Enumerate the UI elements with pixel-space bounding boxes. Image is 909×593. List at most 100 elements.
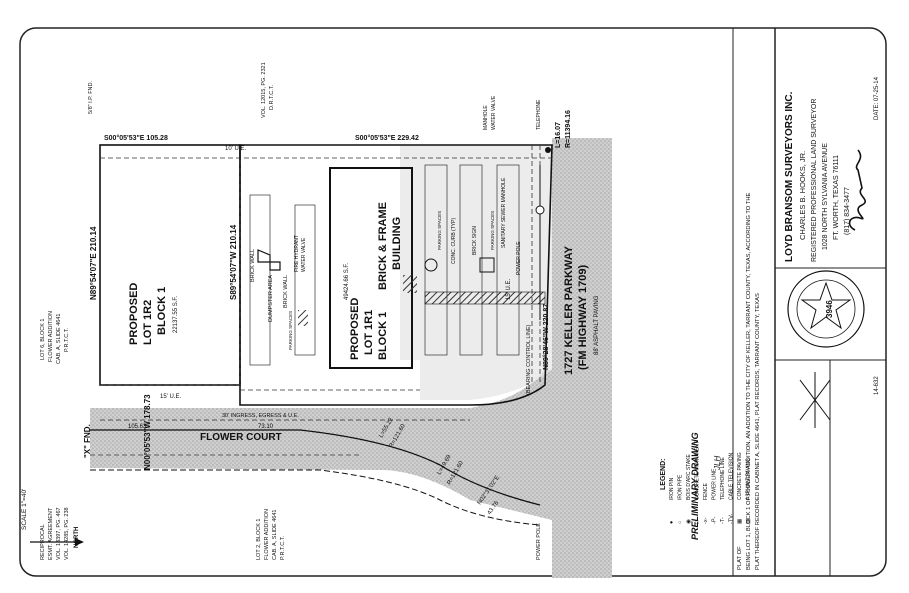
lot6-line4: P.R.T.C.T. (64, 327, 70, 352)
sanitary-label: SANITARY SEWER MANHOLE (501, 177, 507, 248)
initials-stamp: JLH (713, 456, 722, 471)
legend-symbol: ▦ (737, 518, 743, 524)
legend-label: BOIS D'ARC STAKE (686, 453, 692, 500)
flower-court-label: FLOWER COURT (200, 432, 282, 443)
building-footprint (329, 167, 413, 369)
plat-desc-2: BEING LOT 1, BLOCK 1 OF FLOWER ADDITION,… (746, 192, 752, 570)
legend-label: CABLE TELEVISION (729, 452, 735, 500)
dumpster-wall (257, 249, 281, 271)
concrete-walkway (424, 291, 546, 305)
legend-symbol: ◉ (686, 519, 692, 524)
page-border (19, 27, 887, 577)
plat-text: S00°05'53"E 105.28 S00°05'53"E 229.42 5/… (21, 62, 880, 570)
parking-label-1: PARKING SPACES (288, 311, 293, 350)
right-len: L=16.07 (555, 122, 562, 148)
power-pole-label-2: POWER POLE (536, 523, 542, 560)
manhole-icon (535, 205, 545, 215)
lot2-line4: P.R.T.C.T. (280, 535, 286, 560)
plat-desc-1: PLAT OF (737, 546, 743, 570)
legend-title: LEGEND: (660, 459, 667, 491)
legend-symbol: -T- (720, 517, 726, 524)
legend-label: IRON PIN (669, 477, 675, 500)
easement-lines (90, 145, 552, 456)
ue15-label: 15' U.E. (506, 279, 512, 300)
legend-symbol: ▤ (746, 518, 752, 524)
legend-symbol: -P- (712, 517, 718, 525)
building-label2: BUILDING (391, 217, 403, 270)
lot1r2-area: 22137.55 S.F. (173, 296, 179, 333)
surveyor-phone: (817) 834-3477 (844, 187, 851, 235)
legend-label: IRON PIPE (678, 474, 684, 500)
ue15-label-2: 15' U.E. (160, 394, 181, 400)
legend-label: ASPHALT PAVING (746, 458, 752, 500)
legend-label: TELEPHONE LINE (720, 457, 726, 500)
brick-sign-label: BRICK SIGN (472, 226, 478, 255)
keller-parkway-paving (552, 138, 612, 578)
surveyor-title: REGISTERED PROFESSIONAL LAND SURVEYOR (811, 99, 818, 262)
company-name: LOYD BRANSOM SURVEYORS INC. (784, 91, 795, 262)
lot6-line2: FLOWER ADDITION (48, 311, 54, 362)
reciprocal-4: VOL. 14285, PG. 238 (64, 507, 70, 560)
brick-wall-label: BRICK WALL (250, 249, 256, 282)
asphalt-label: 88' ASPHALT PAVING (594, 295, 600, 355)
legend-symbol: ● (669, 521, 675, 524)
bearing-mid: S89°54'07"W 210.14 (229, 224, 238, 300)
lot6-line1: LOT 6, BLOCK 1 (40, 319, 46, 360)
reciprocal-2: ESMT. AGREEMENT (48, 507, 54, 560)
lot1r2-label3: BLOCK 1 (156, 287, 168, 335)
bearing-bottom: N00°05'53"W 178.73 (143, 394, 152, 470)
plat-desc-3: PLAT THEREOF RECORDED IN CABINET A, SLID… (755, 293, 761, 570)
ue10-label: 10' U.E. (225, 146, 246, 152)
lot1r2-label2: LOT 1R2 (142, 300, 154, 345)
flower-court-row (90, 469, 541, 526)
north-arrow-icon (30, 538, 84, 546)
bottom-dim-2: 73.10 (258, 424, 274, 430)
lot1r1-paving (400, 145, 552, 400)
vol-ref-2: D.R.T.C.T. (269, 84, 275, 110)
bearing-right: N89°28'46"W 220.87 (542, 304, 550, 370)
manhole-label: MANHOLE (483, 105, 489, 130)
surveyor-city: FT. WORTH, TEXAS 76111 (833, 155, 840, 240)
bearing-control: (BEARING CONTROL LINE) (526, 324, 532, 395)
parking-label-3: PARKING SPACES (490, 211, 495, 250)
dumpster-label: DUMPSTER AREA (268, 275, 274, 322)
building-label1: BRICK & FRAME (377, 202, 389, 290)
lot1r2-label1: PROPOSED (128, 283, 140, 345)
north-label: NORTH (74, 527, 80, 548)
paving-areas (90, 138, 612, 578)
legend-label: POWER LINE (712, 468, 718, 500)
brick-wall-label-2: BRICK WALL (283, 275, 289, 308)
date-label: DATE: 07-25-14 (874, 76, 880, 120)
lot6-line3: CAB. A, SLIDE 4641 (56, 314, 62, 364)
right-radius: R=11394.16 (565, 110, 572, 148)
bearing-top-right: S00°05'53"E 229.42 (355, 134, 419, 142)
bearing-left: N89°54'07"E 210.14 (89, 226, 98, 300)
legend-symbol: -TV- (729, 513, 735, 524)
flower-court-paving (90, 370, 552, 520)
ingress-label: 30' INGRESS, EGRESS & U.E. (222, 413, 299, 419)
bottom-dim: 105.63 (128, 424, 147, 430)
legend-symbol: -x- (703, 517, 709, 524)
conc-curb-label: CONC. CURB (TYP) (451, 218, 457, 264)
five-eighths-ip: 5/8" I.P. FND. (88, 80, 94, 114)
legend-symbol: □ (695, 520, 701, 524)
power-pole-icon (545, 147, 551, 153)
vicinity-map-icon (799, 372, 831, 428)
flower-court-boundary (90, 429, 541, 506)
surveyor-seal-icon (787, 270, 865, 348)
surveyor-name: CHARLES B. HOOKS, JR. (798, 151, 807, 240)
bearing-top-left: S00°05'53"E 105.28 (104, 134, 168, 142)
water-valve-label: WATER VALVE (301, 237, 307, 272)
lot1r1-label3: BLOCK 1 (377, 312, 389, 360)
keller-parkway: 1727 KELLER PARKWAY (563, 245, 575, 375)
scale-label: SCALE 1"=40' (21, 489, 28, 530)
lot1r2-boundary (99, 144, 241, 386)
lot1r1-label2: LOT 1R1 (363, 310, 375, 355)
legend-symbol: ○ (678, 521, 684, 524)
lot2-line3: CAB. A, SLIDE 4641 (272, 510, 278, 560)
seal-number: 3946 (825, 300, 834, 318)
fire-hydrant-label: FIRE HYDRANT (294, 235, 300, 272)
water-valve3-label: WATER VALVE (491, 95, 497, 130)
surveyor-address: 1028 NORTH SYLVANIA AVENUE (822, 143, 829, 250)
